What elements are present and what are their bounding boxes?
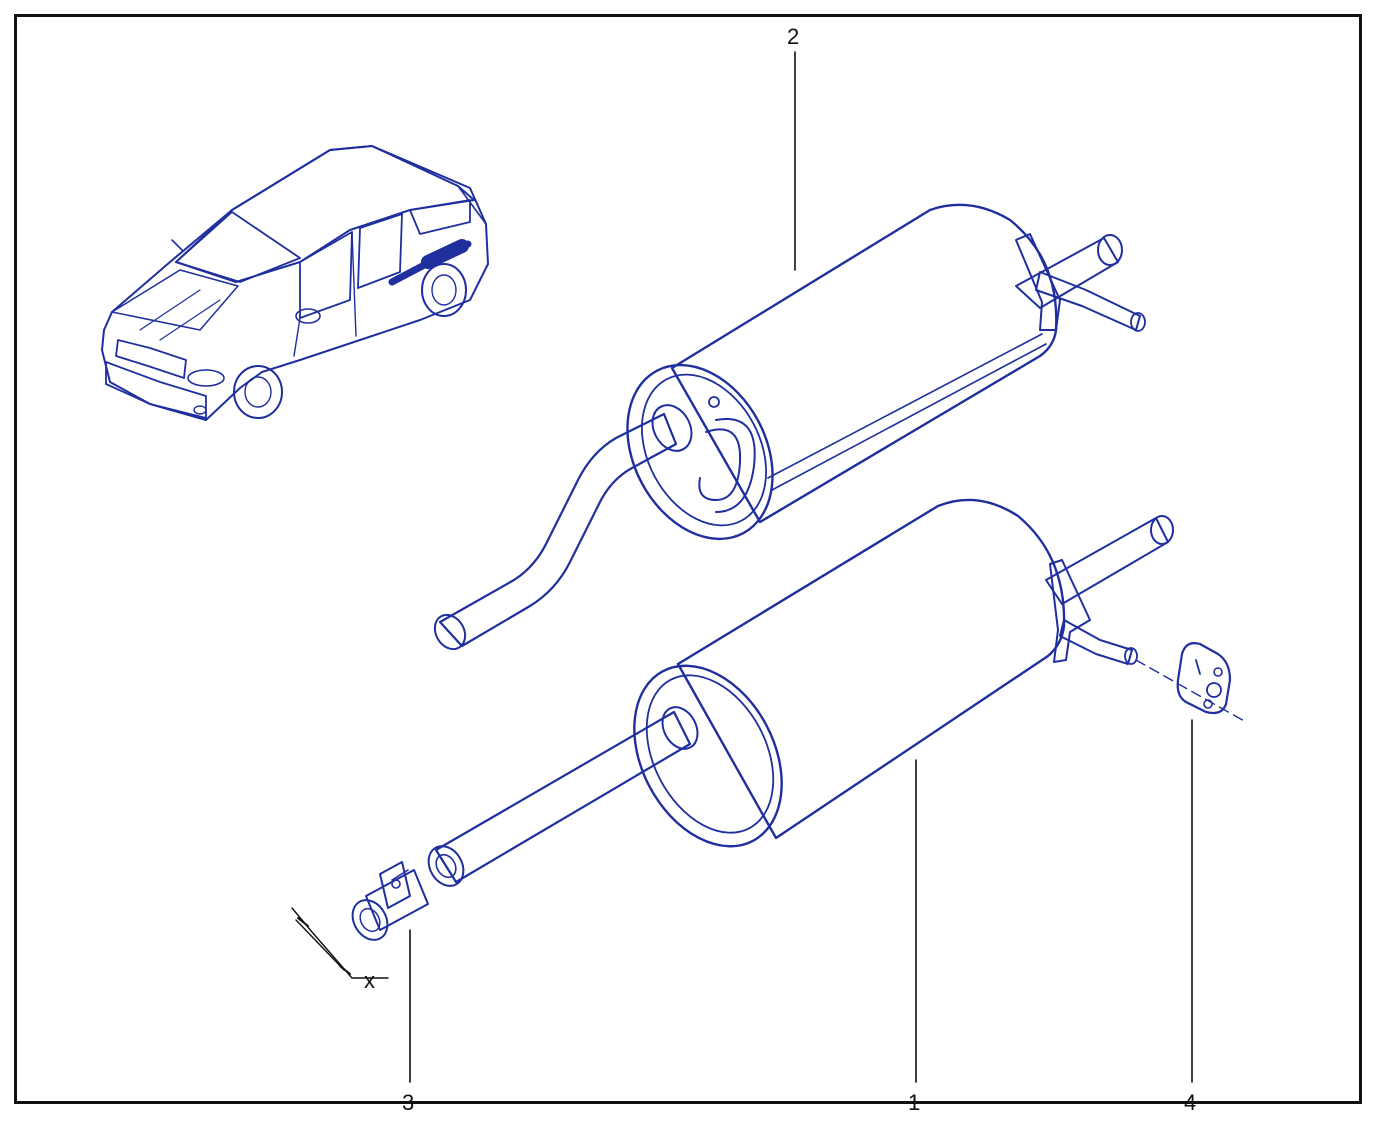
silencer-1-body bbox=[676, 498, 1066, 840]
silencer-2-body bbox=[670, 203, 1058, 524]
car-roof bbox=[175, 145, 475, 283]
callout-3: 3 bbox=[402, 929, 414, 1115]
dimension-label: x bbox=[364, 968, 375, 993]
car-headlight bbox=[187, 369, 225, 387]
car-side-window-rear bbox=[357, 213, 403, 289]
car-rear-window bbox=[409, 199, 471, 235]
car-fog-light bbox=[193, 405, 207, 415]
rear-silencer bbox=[427, 498, 1174, 887]
silencer-1-endcap bbox=[633, 664, 783, 848]
callout-number-4: 4 bbox=[1184, 1090, 1196, 1115]
callout-4: 4 bbox=[1184, 719, 1196, 1115]
car-grille bbox=[115, 339, 187, 379]
car-front-bumper bbox=[105, 361, 207, 419]
car-rear-wheel bbox=[421, 263, 467, 317]
callout-number-1: 1 bbox=[908, 1090, 920, 1115]
rubber-mount-icon bbox=[1135, 642, 1247, 723]
car-side-window-front bbox=[299, 231, 353, 319]
callout-number-3: 3 bbox=[402, 1090, 414, 1115]
silencer-1-pipe bbox=[434, 710, 692, 884]
silencer-with-pipe bbox=[433, 203, 1146, 651]
car-front-wheel bbox=[233, 365, 283, 419]
callout-2: 2 bbox=[787, 24, 799, 271]
diagram-frame bbox=[14, 14, 1362, 1104]
silencer-2-endcap bbox=[626, 363, 774, 541]
car-windshield bbox=[175, 211, 301, 283]
silencer-2-pipe bbox=[438, 412, 678, 648]
callout-number-2: 2 bbox=[787, 24, 799, 49]
exhaust-clamp-icon: x bbox=[291, 861, 429, 993]
car-mirror bbox=[295, 308, 321, 324]
callout-1: 1 bbox=[908, 759, 920, 1115]
sedan-car-icon bbox=[101, 145, 489, 421]
